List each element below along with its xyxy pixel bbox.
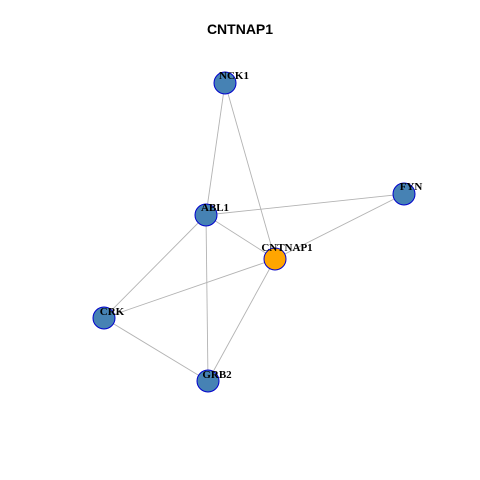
edge-abl1-fyn	[205, 193, 405, 216]
node-crk	[92, 306, 116, 330]
node-grb2	[196, 369, 220, 393]
node-nck1	[213, 71, 237, 95]
edge-nck1-cntnap1	[224, 82, 276, 260]
node-cntnap1	[263, 247, 287, 271]
node-label-cntnap1: CNTNAP1	[261, 242, 312, 254]
node-label-fyn: FYN	[400, 181, 423, 193]
node-label-crk: CRK	[100, 306, 125, 318]
edge-nck1-abl1	[205, 82, 226, 216]
edge-abl1-cntnap1	[205, 214, 276, 260]
edges-layer	[103, 82, 405, 382]
graph-title: CNTNAP1	[206, 21, 274, 37]
node-fyn	[392, 182, 416, 206]
node-label-grb2: GRB2	[202, 369, 232, 381]
edge-fyn-cntnap1	[274, 193, 405, 260]
edge-abl1-crk	[103, 214, 207, 319]
node-label-nck1: NCK1	[219, 70, 249, 82]
edge-crk-grb2	[103, 317, 209, 382]
edge-abl1-grb2	[205, 214, 209, 382]
nodes-layer	[92, 71, 416, 393]
node-abl1	[194, 203, 218, 227]
edge-cntnap1-crk	[103, 258, 276, 319]
edge-cntnap1-grb2	[207, 258, 276, 382]
node-label-abl1: ABL1	[201, 202, 229, 214]
